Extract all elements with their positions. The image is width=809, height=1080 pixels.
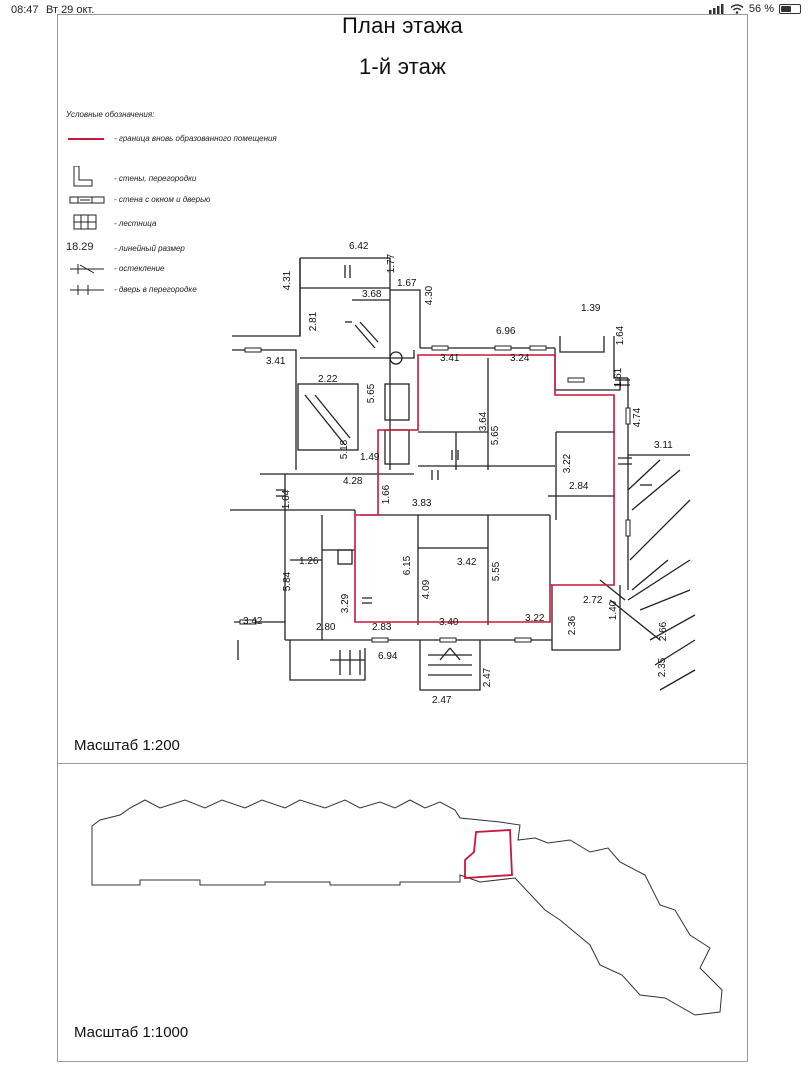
walls — [230, 257, 696, 691]
dimension-label: 6.94 — [378, 651, 398, 662]
legend-item-door: - дверь в перегородке — [66, 283, 396, 297]
floor-plan-drawing — [230, 257, 696, 691]
door-icon — [70, 285, 104, 295]
new-premises-boundary — [354, 354, 615, 623]
boundary-line-icon — [68, 138, 104, 140]
dimension-label: 2.35 — [657, 657, 669, 678]
dimension-label: 3.64 — [478, 411, 490, 432]
dimension-label: 1.26 — [299, 556, 319, 567]
status-date: Вт 29 окт. — [46, 4, 95, 16]
dimension-label: 3.68 — [362, 289, 382, 300]
dimension-label: 3.11 — [654, 440, 673, 451]
dimension-label: 6.42 — [349, 241, 369, 252]
dimension-label: 4.28 — [343, 476, 363, 487]
floor-subtitle: 1-й этаж — [358, 54, 447, 79]
dimension-label: 1.66 — [381, 484, 393, 505]
dimension-label: 3.42 — [457, 557, 477, 568]
dimension-label: 5.55 — [491, 561, 503, 582]
dimension-label: 4.30 — [424, 285, 436, 306]
dimension-label: 3.24 — [510, 353, 530, 364]
dimension-example: 18.29 — [66, 241, 94, 253]
legend-item-dimension: 18.29 - линейный размер — [66, 241, 185, 253]
dimension-label: 5.65 — [490, 425, 502, 446]
status-time: 08:47 — [11, 4, 39, 16]
dimension-label: 6.15 — [402, 555, 414, 576]
dimension-label: 1.64 — [281, 489, 293, 510]
dimension-label: 2.36 — [567, 615, 579, 636]
page-title: План этажа — [342, 13, 463, 38]
dimension-label: 3.22 — [562, 453, 574, 474]
stairs-icon — [73, 214, 97, 230]
dimension-label: 1.77 — [386, 253, 398, 274]
status-indicators: 56 % — [708, 3, 801, 15]
dimension-label: 2.47 — [432, 695, 452, 706]
window-marks — [239, 345, 631, 643]
dimension-label: 3.42 — [243, 616, 263, 627]
dimension-label: 3.41 — [266, 356, 286, 367]
dimension-label: 5.84 — [282, 571, 294, 592]
wall-icon — [73, 166, 93, 187]
dimension-label: 2.72 — [583, 595, 603, 606]
dimension-label: 4.74 — [632, 407, 644, 428]
dimension-label: 3.22 — [525, 613, 545, 624]
dimension-label: 3.40 — [439, 617, 459, 628]
legend-item-stairs: - лестница — [66, 214, 396, 232]
dimension-label: 5.65 — [366, 383, 378, 404]
section-divider — [57, 763, 748, 764]
scale-label-main: Масштаб 1:200 — [74, 737, 180, 754]
dimension-label: 1.67 — [397, 278, 417, 289]
legend-item-glazing: - остекление — [66, 262, 396, 276]
dimension-label: 2.83 — [372, 622, 392, 633]
wifi-icon — [730, 4, 744, 14]
signal-icon — [708, 4, 724, 14]
window-wall-icon — [69, 196, 105, 204]
dimension-label: 4.09 — [421, 579, 433, 600]
dimension-label: 2.22 — [318, 374, 338, 385]
dimension-label: 2.66 — [658, 621, 670, 642]
dimension-label: 1.39 — [581, 303, 601, 314]
battery-percent: 56 % — [748, 3, 774, 15]
dimension-label: 2.47 — [482, 667, 494, 688]
dimension-label: 1.61 — [613, 367, 625, 388]
building-outline — [91, 799, 723, 1016]
glazing-icon — [70, 264, 104, 274]
dimension-label: 1.40 — [608, 600, 620, 621]
dimension-label: 5.18 — [339, 439, 351, 460]
dimension-label: 2.84 — [569, 481, 589, 492]
legend-item-walls: - стены, перегородки — [66, 166, 396, 188]
dimension-label: 2.80 — [316, 622, 336, 633]
dimension-label: 3.83 — [412, 498, 432, 509]
dimension-label: 1.64 — [615, 325, 627, 346]
premises-location-marker — [464, 829, 513, 879]
battery-icon — [779, 4, 801, 14]
legend-title: Условные обозначения: — [66, 110, 155, 119]
dimension-label: 2.81 — [308, 311, 320, 332]
sheet-frame — [57, 14, 748, 1062]
dimension-label: 1.49 — [360, 452, 380, 463]
status-bar: 08:47 Вт 29 окт. 56 % — [0, 0, 809, 20]
legend-item-window-door: - стена с окном и дверью — [66, 193, 396, 207]
dimension-label: 3.41 — [440, 353, 460, 364]
dimension-label: 6.96 — [496, 326, 516, 337]
dimension-label: 4.31 — [282, 270, 294, 291]
legend-item-boundary: - граница вновь образованного помещения — [66, 132, 396, 146]
dimension-label: 3.29 — [340, 593, 352, 614]
building-overview — [91, 799, 723, 1016]
scale-label-overview: Масштаб 1:1000 — [74, 1024, 189, 1041]
